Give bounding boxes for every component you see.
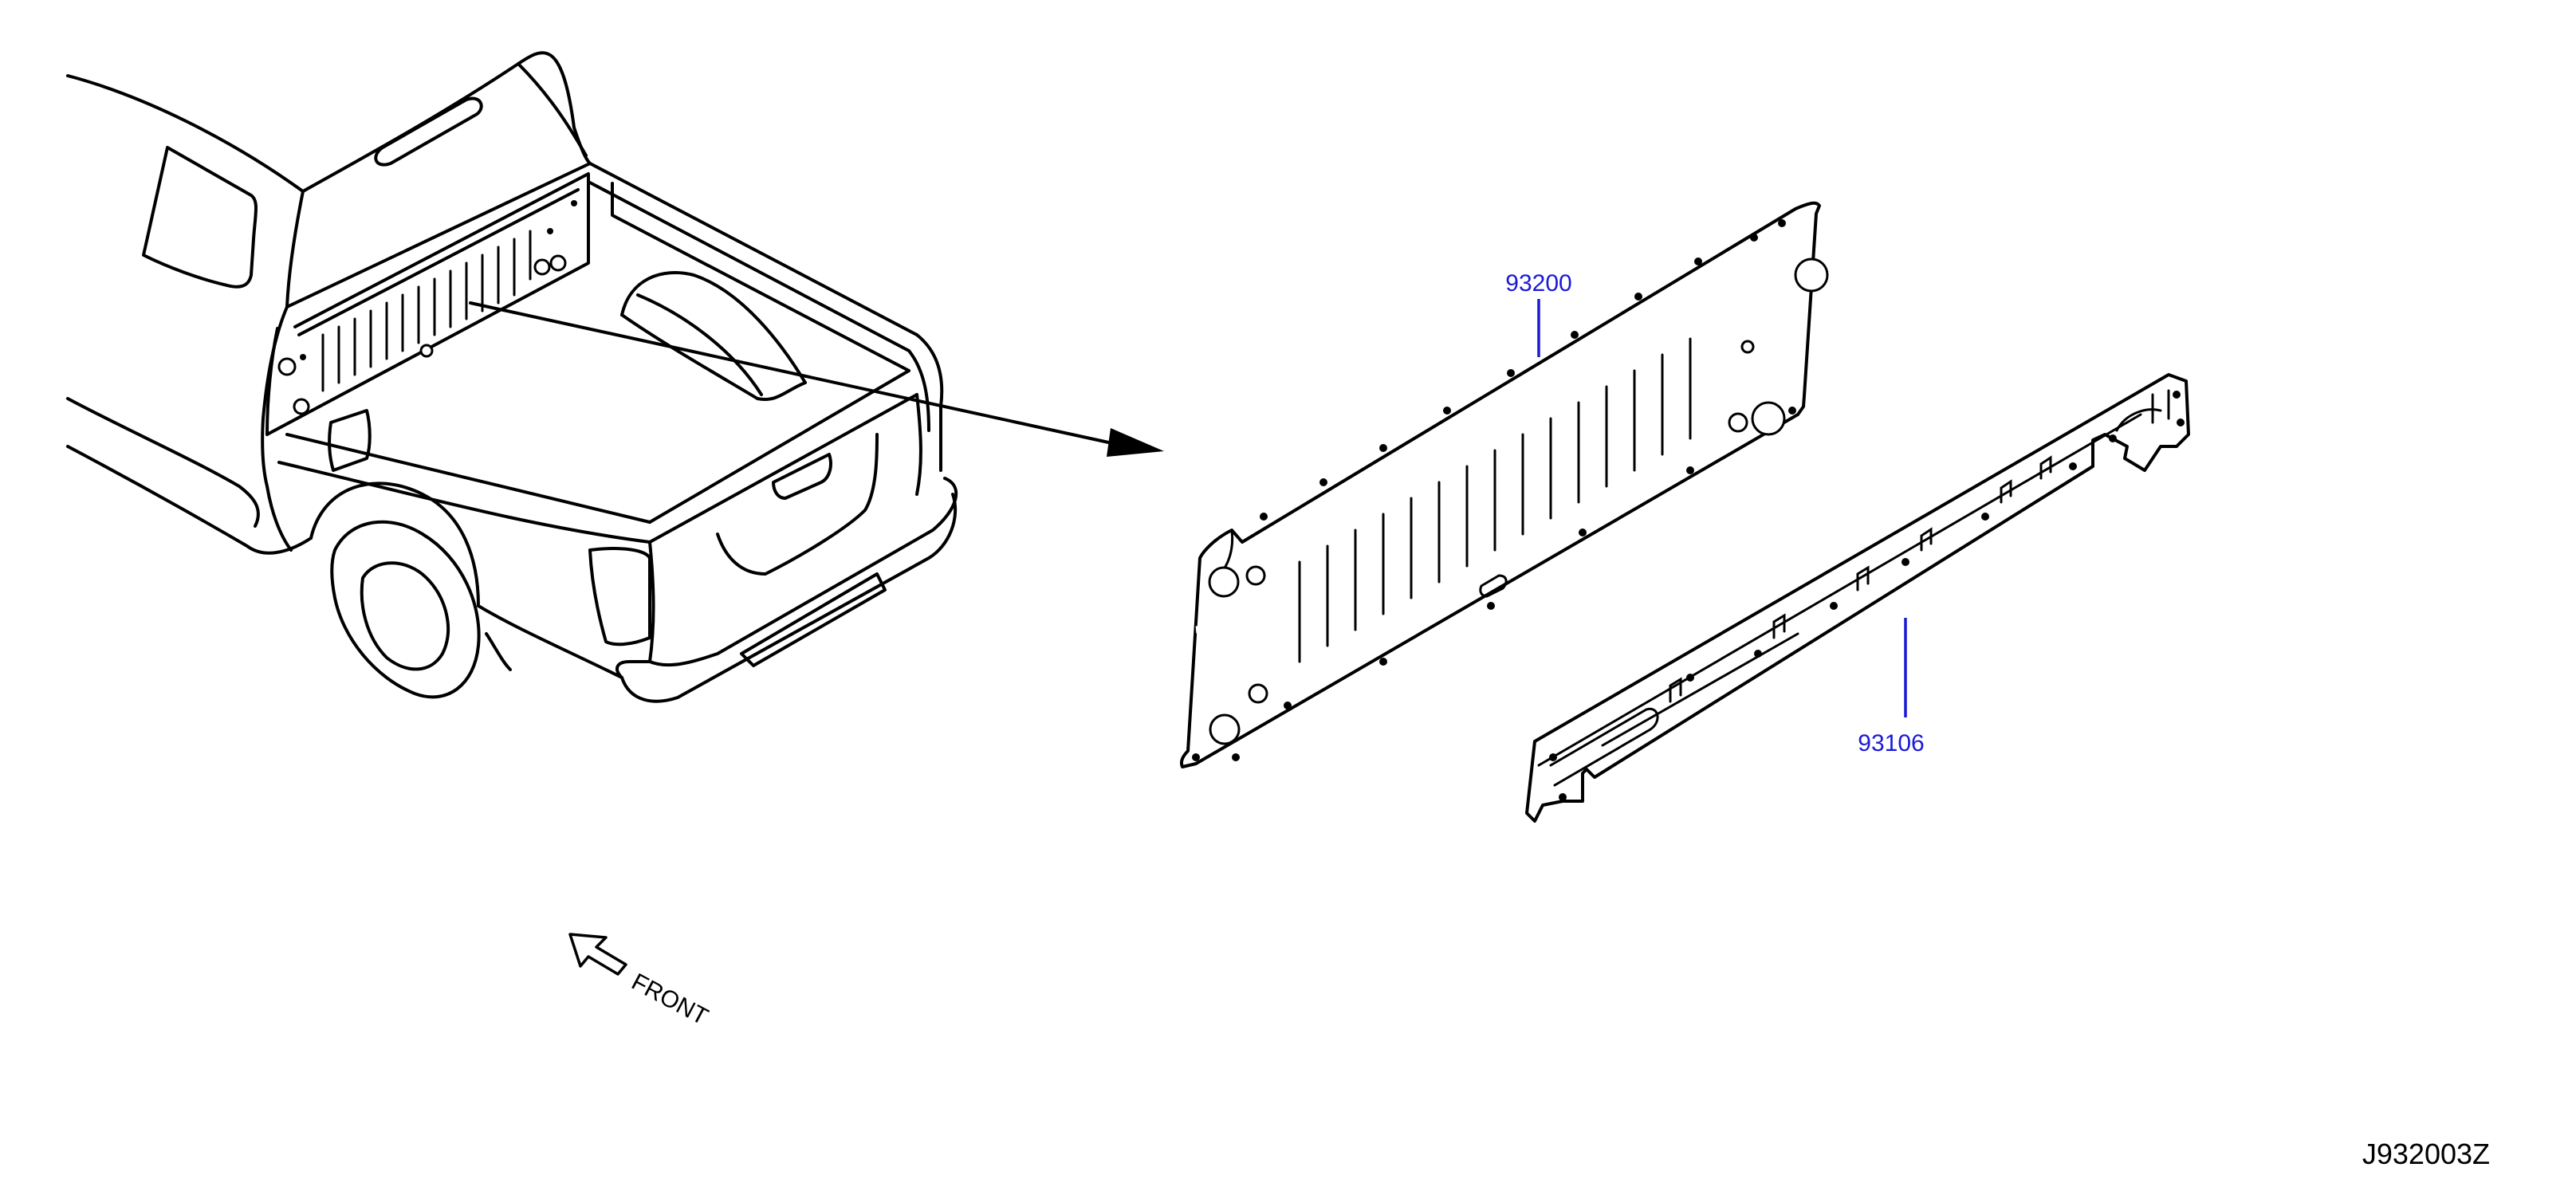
rail-93106 bbox=[1525, 373, 2190, 823]
front-direction-arrow-icon bbox=[568, 933, 627, 976]
pointer-arrow-icon bbox=[469, 301, 1164, 457]
panel-93200 bbox=[1179, 201, 1829, 768]
front-label: FRONT bbox=[627, 969, 713, 1031]
part-number-label: 93200 bbox=[1505, 270, 1571, 297]
callout-93106: 93106 bbox=[1858, 618, 1925, 757]
callout-93200: 93200 bbox=[1505, 270, 1572, 357]
rail-fastener-dots bbox=[1549, 391, 2185, 801]
panel-fastener-dots bbox=[1192, 219, 1796, 761]
truck-panel-ribs bbox=[321, 230, 532, 392]
panel-ribs bbox=[1298, 337, 1692, 663]
diagram-code: J932003Z bbox=[2362, 1138, 2490, 1170]
part-number-label: 93106 bbox=[1858, 730, 1924, 757]
truck-illustration bbox=[66, 51, 958, 703]
